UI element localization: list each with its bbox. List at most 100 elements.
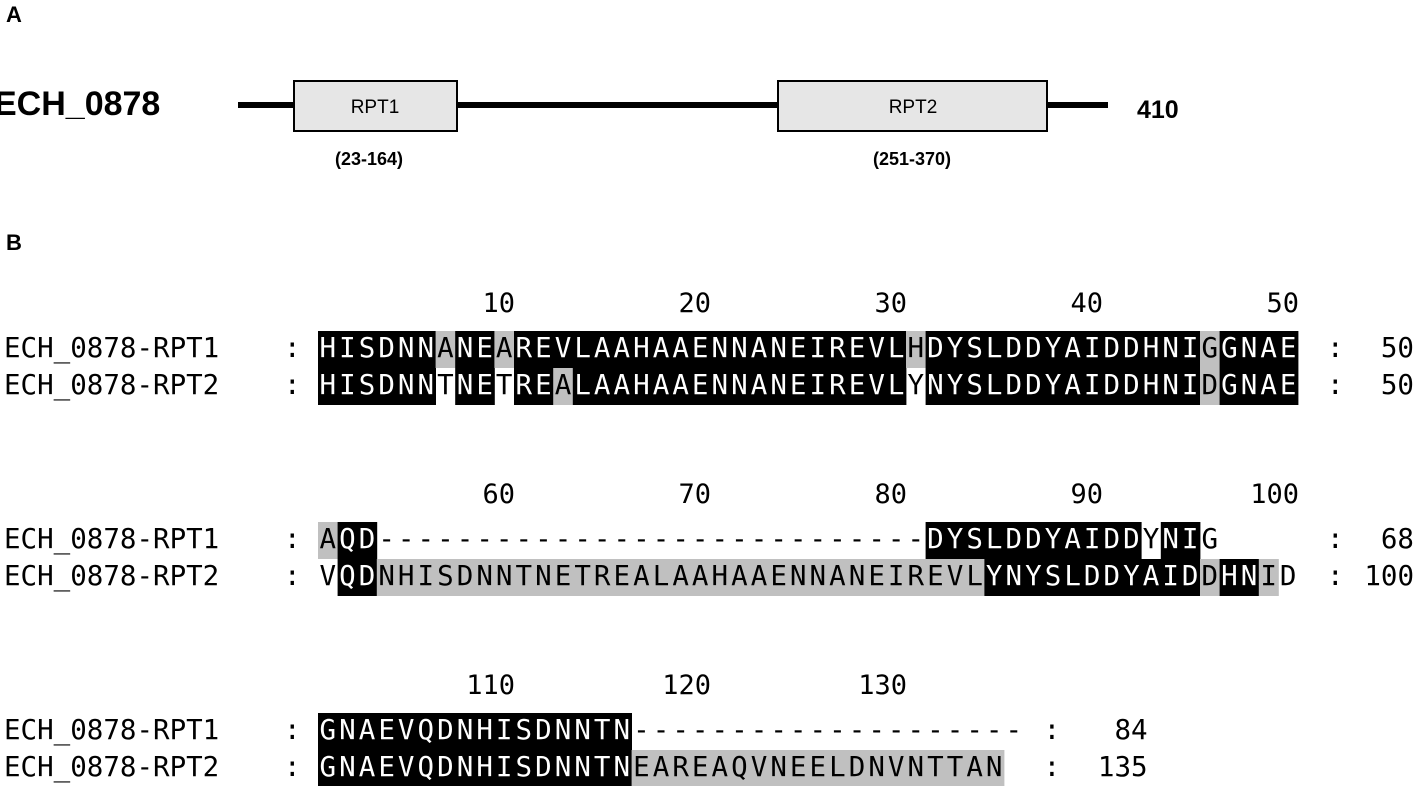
residue-shading (768, 368, 789, 405)
residue: E (614, 560, 631, 592)
residue: D (1182, 560, 1199, 592)
residue: Y (1045, 369, 1062, 401)
residue-shading (357, 522, 378, 559)
residue: N (457, 714, 474, 746)
residue-shading (357, 750, 378, 786)
residue: D (1104, 369, 1121, 401)
residue-shading (964, 368, 985, 405)
residue: E (927, 560, 944, 592)
residue: - (712, 714, 729, 746)
residue: - (888, 523, 905, 555)
residue: N (1241, 560, 1258, 592)
residue-shading (337, 522, 358, 559)
residue-shading (553, 368, 574, 405)
residue: - (849, 523, 866, 555)
residue: A (672, 369, 689, 401)
residue-shading (337, 331, 358, 368)
residue: H (476, 714, 493, 746)
residue: - (868, 523, 885, 555)
residue: Y (947, 332, 964, 364)
residue: H (1143, 332, 1160, 364)
residue-shading (318, 368, 338, 405)
residue-shading (474, 559, 495, 596)
residue: - (555, 523, 572, 555)
residue-shading (1062, 331, 1083, 368)
residue: - (633, 714, 650, 746)
residue: L (966, 560, 983, 592)
residue: D (535, 714, 552, 746)
residue: N (770, 751, 787, 783)
residue: A (594, 369, 611, 401)
residue-shading (1062, 368, 1083, 405)
ruler-tick-label: 120 (662, 670, 711, 701)
residue-shading (984, 331, 1005, 368)
residue: E (535, 332, 552, 364)
residue-shading (651, 331, 672, 368)
separator-colon: : (284, 714, 301, 746)
residue-shading (1043, 522, 1064, 559)
residue-shading (670, 331, 691, 368)
residue-shading (435, 750, 456, 786)
residue: Y (986, 560, 1003, 592)
residue: N (712, 369, 729, 401)
residue: A (712, 751, 729, 783)
residue: - (770, 523, 787, 555)
residue-shading (474, 713, 495, 750)
residue: - (594, 523, 611, 555)
residue: S (1045, 560, 1062, 592)
residue: D (1084, 560, 1101, 592)
domain-box-rpt2 (777, 80, 1048, 132)
residue: I (1084, 523, 1101, 555)
residue: E (790, 751, 807, 783)
residue: E (1280, 332, 1297, 364)
residue-shading (964, 331, 985, 368)
residue: E (849, 332, 866, 364)
residue-shading (886, 331, 907, 368)
residue: S (966, 369, 983, 401)
residue: N (1162, 523, 1179, 555)
residue: E (476, 332, 493, 364)
residue: I (1162, 560, 1179, 592)
residue: A (1064, 332, 1081, 364)
residue: S (359, 332, 376, 364)
residue: H (476, 751, 493, 783)
residue-shading (906, 331, 926, 368)
residue-shading (337, 750, 358, 786)
residue-shading (455, 331, 476, 368)
residue-shading (808, 750, 828, 786)
residue: D (1104, 560, 1121, 592)
residue: D (927, 523, 944, 555)
ruler-tick-label: 50 (1266, 288, 1299, 319)
residue-shading (474, 331, 495, 368)
residue-shading (416, 368, 436, 405)
residue-shading (612, 713, 632, 750)
residue: H (633, 332, 650, 364)
residue-shading (945, 368, 966, 405)
residue: H (633, 369, 650, 401)
residue-shading (925, 750, 946, 786)
residue: D (927, 332, 944, 364)
residue-shading (494, 713, 515, 750)
residue-shading (964, 522, 985, 559)
residue-shading (376, 368, 397, 405)
residue: N (810, 560, 827, 592)
residue: E (770, 560, 787, 592)
residue: E (849, 369, 866, 401)
residue-shading (906, 750, 926, 786)
residue: D (1123, 332, 1140, 364)
residue-shading (1180, 559, 1201, 596)
residue-shading (494, 750, 515, 786)
residue: N (712, 332, 729, 364)
end-position-number: 84 (1114, 714, 1147, 746)
residue: T (927, 751, 944, 783)
residue-shading (455, 559, 476, 596)
end-position-number: 68 (1381, 523, 1414, 555)
residue: E (692, 332, 709, 364)
residue-shading (376, 713, 397, 750)
residue: R (516, 369, 533, 401)
separator-colon: : (1327, 369, 1344, 401)
residue-shading (925, 559, 946, 596)
residue-shading (670, 368, 691, 405)
residue: N (908, 751, 925, 783)
